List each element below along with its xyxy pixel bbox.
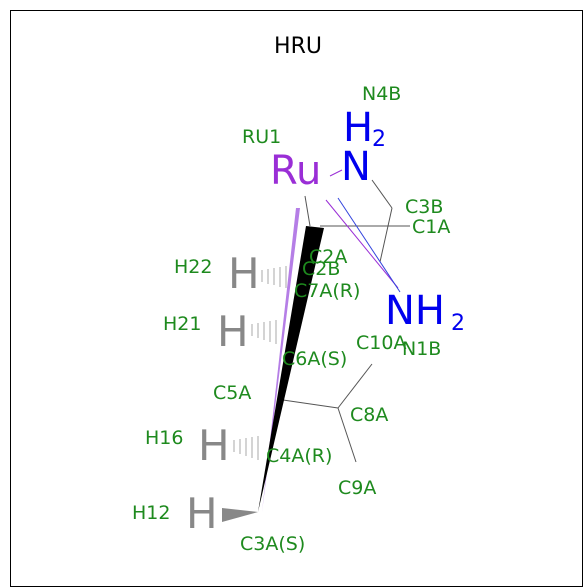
label-n4b: N4B (362, 83, 401, 105)
label-h21: H21 (163, 313, 201, 335)
bond-n4b-c3b (371, 179, 393, 209)
atom-n1b-nh: NH (385, 288, 445, 334)
hash-bonds (233, 266, 287, 460)
atom-n4b-nitrogen: N (341, 144, 371, 190)
atom-ruthenium: Ru (270, 148, 321, 194)
label-c1a: C1A (412, 216, 450, 238)
label-c2a: C2A (309, 246, 347, 268)
bond-c3b-c2a (379, 207, 393, 263)
label-n1b: N1B (402, 338, 441, 360)
bond-c8a-c10a (337, 363, 373, 409)
label-c3a: C3A(S) (240, 533, 305, 555)
label-h12: H12 (132, 502, 170, 524)
label-h16: H16 (145, 427, 183, 449)
atom-n4b-hydrogen-subscript: 2 (372, 127, 386, 152)
label-ru1: RU1 (242, 126, 281, 148)
wedge-c2a-c3a (258, 226, 324, 512)
atom-h22: H (228, 249, 260, 298)
bond-ru-n4b (329, 169, 343, 177)
atom-h21: H (217, 307, 249, 356)
diagram-title: HRU (274, 34, 322, 59)
label-h22: H22 (174, 256, 212, 278)
label-c3b: C3B (405, 196, 443, 218)
label-c10a: C10A (356, 332, 406, 354)
bond-ru-n1b (337, 197, 401, 293)
bond-ru-c2a (304, 195, 311, 227)
label-c5a: C5A (213, 382, 251, 404)
atom-h12: H (186, 489, 218, 538)
label-c8a: C8A (350, 404, 388, 426)
bond-lines (282, 179, 410, 463)
diagram-border (10, 10, 583, 587)
wedge-h12 (222, 508, 258, 522)
atom-n4b-hydrogen: H (343, 105, 373, 151)
label-c6a: C6A(S) (282, 348, 347, 370)
atom-h16: H (198, 421, 230, 470)
label-c4a: C4A(R) (266, 445, 332, 467)
bond-c8a-c9a (337, 407, 357, 463)
bond-c5a-c8a (282, 399, 339, 409)
label-c2b: C2B (302, 258, 340, 280)
atom-n1b-subscript: 2 (451, 311, 465, 336)
bond-ru-nh2 (325, 199, 399, 289)
label-c7a: C7A(R) (294, 280, 360, 302)
label-c9a: C9A (338, 477, 376, 499)
